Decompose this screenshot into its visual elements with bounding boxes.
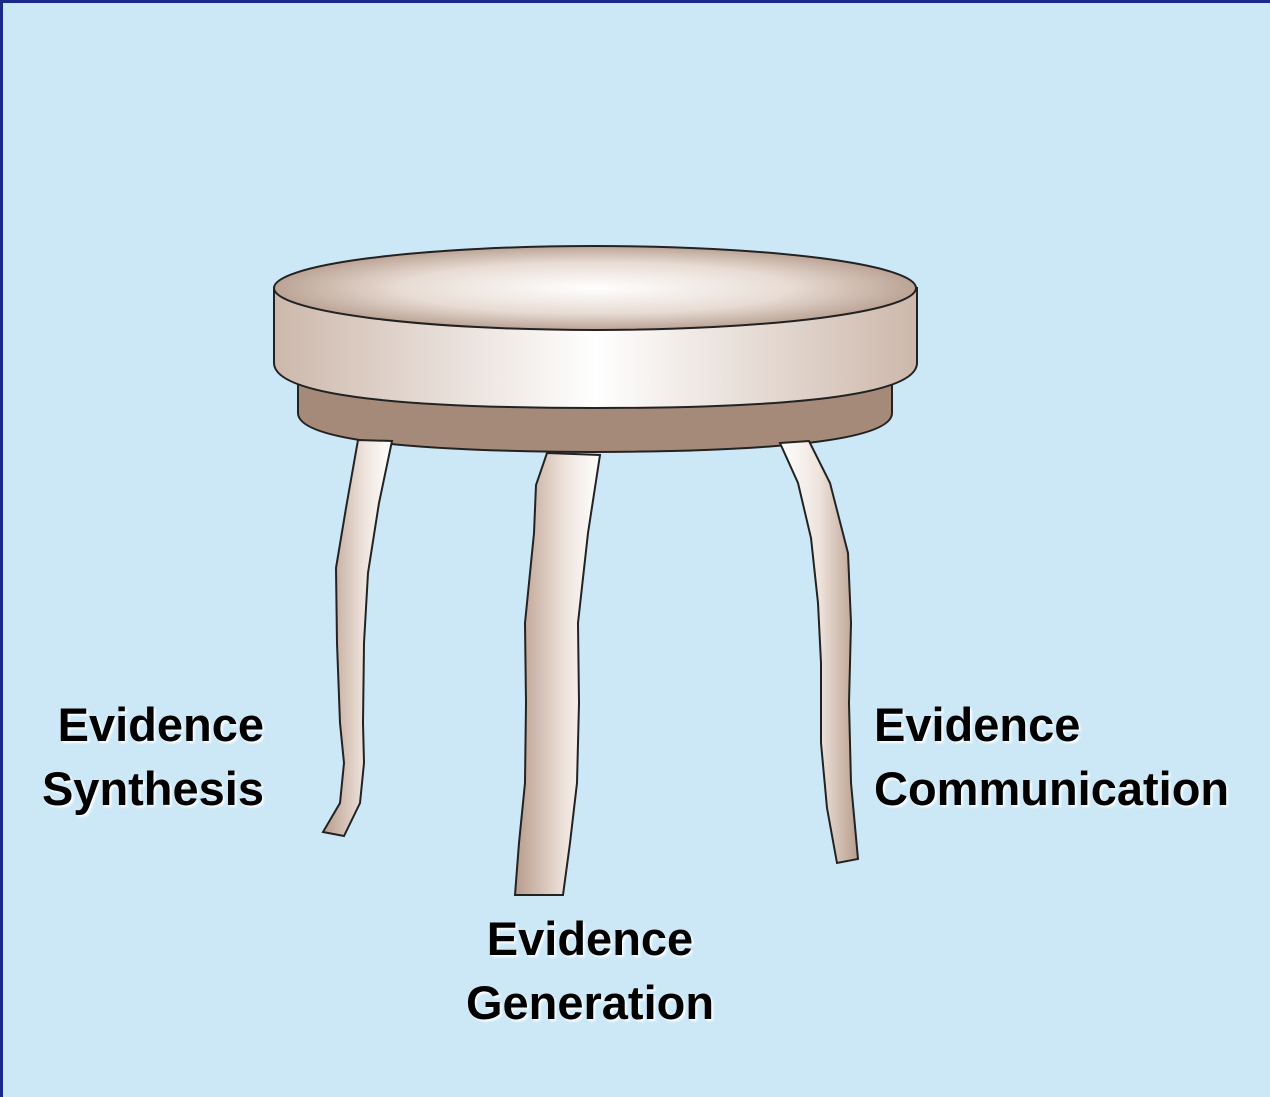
label-evidence-synthesis-line2: Synthesis — [41, 762, 264, 815]
leg-right — [778, 439, 860, 865]
label-evidence-generation: Evidence Generation — [445, 907, 735, 1035]
label-evidence-synthesis: Evidence Synthesis — [42, 693, 264, 821]
stool-illustration — [273, 245, 918, 896]
label-evidence-generation-line1: Evidence — [486, 912, 694, 965]
label-evidence-generation-line2: Generation — [465, 976, 715, 1029]
leg-left — [321, 438, 394, 838]
label-evidence-communication-line2: Communication — [874, 762, 1230, 815]
label-evidence-synthesis-line1: Evidence — [57, 698, 264, 751]
seat-top — [273, 245, 917, 331]
label-evidence-communication: Evidence Communication — [874, 693, 1229, 821]
label-evidence-communication-line1: Evidence — [874, 698, 1081, 751]
leg-middle — [513, 451, 602, 896]
